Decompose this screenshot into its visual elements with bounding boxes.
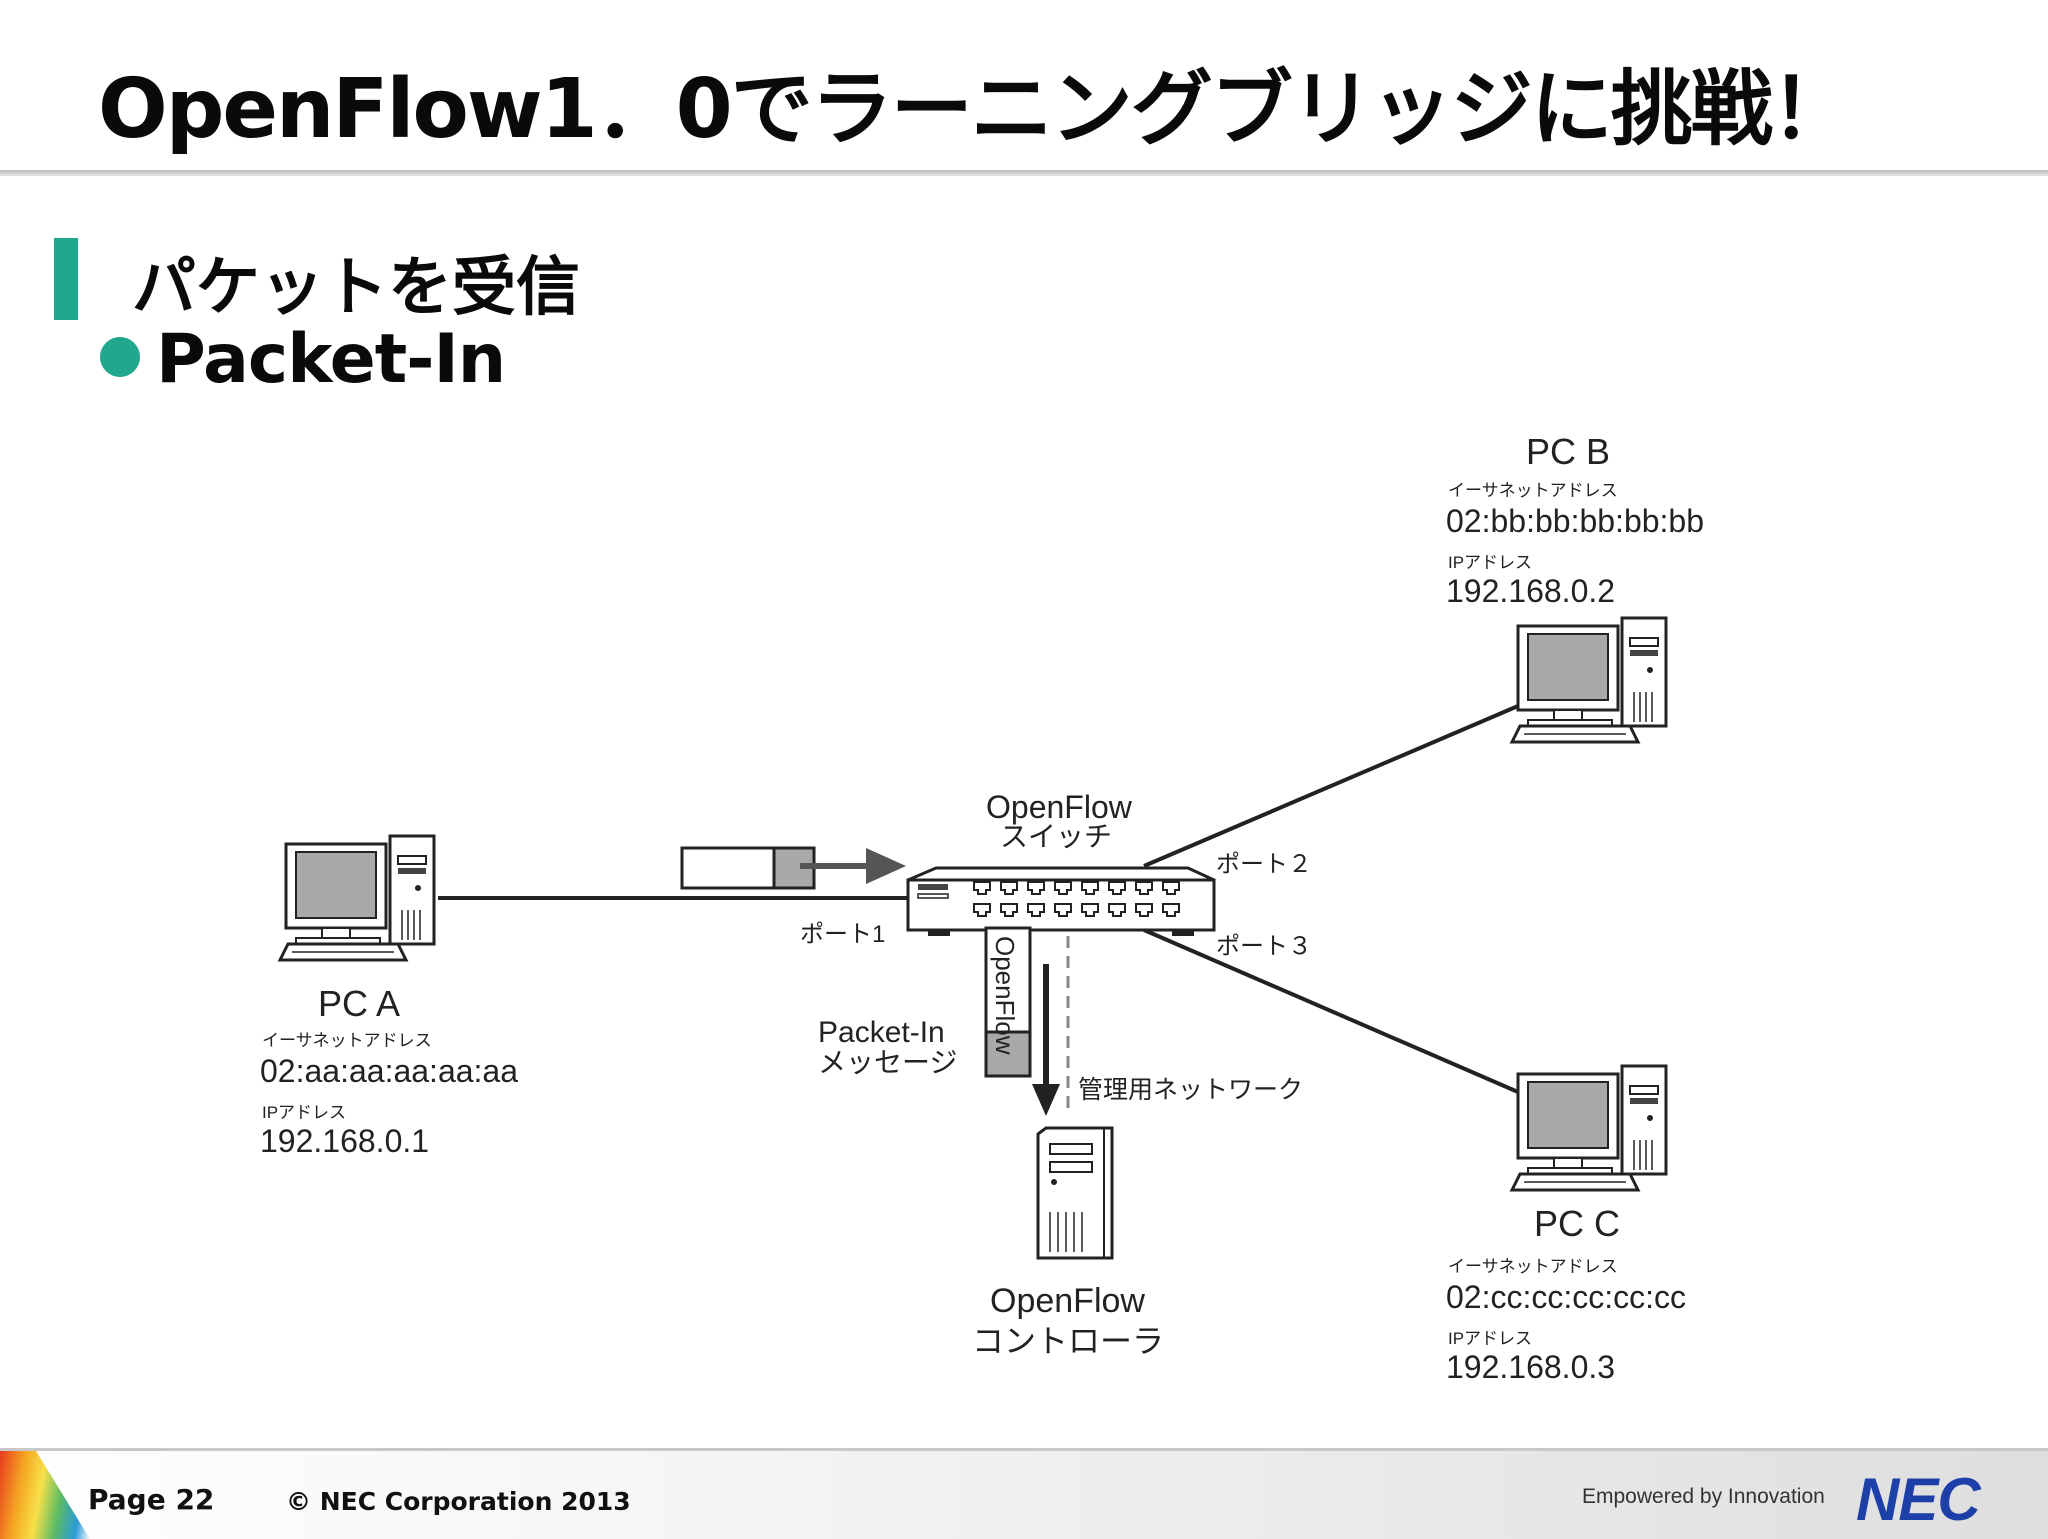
down-arrow-icon [1032, 964, 1060, 1116]
nec-logo: NEC [1856, 1466, 1981, 1533]
management-network-label: 管理用ネットワーク [1078, 1076, 1303, 1104]
pc-a-mac-label: イーサネットアドレス [262, 1031, 432, 1050]
title-divider [0, 170, 2048, 176]
bullet-dot [100, 337, 140, 377]
pc-a-name: PC A [318, 983, 400, 1024]
pc-b-mac: 02:bb:bb:bb:bb:bb [1446, 503, 1704, 539]
openflow-message-tag: OpenFlow [984, 926, 1032, 1078]
tagline: Empowered by Innovation [1582, 1485, 1825, 1508]
pc-c-icon [1510, 1064, 1668, 1192]
page-title: OpenFlow1．0でラーニングブリッジに挑戦！ [98, 62, 1853, 157]
pc-a-ip-label: IPアドレス [262, 1103, 346, 1122]
pc-c-name: PC C [1534, 1203, 1620, 1244]
controller-server-icon [1036, 1126, 1114, 1260]
pc-a-ip: 192.168.0.1 [260, 1123, 429, 1159]
pc-c-ip-label: IPアドレス [1448, 1329, 1532, 1348]
packet-arrow-icon [800, 848, 906, 884]
packet-in-label-line2: メッセージ [818, 1047, 957, 1078]
packet-icon [680, 846, 816, 890]
port-2-label: ポート２ [1216, 851, 1312, 878]
pc-b-name: PC B [1526, 431, 1610, 472]
footer-swoosh-logo [0, 1451, 90, 1539]
pc-b-icon [1510, 616, 1668, 744]
pc-b-ip: 192.168.0.2 [1446, 573, 1615, 609]
openflow-switch-icon [906, 866, 1216, 936]
pc-c-mac-label: イーサネットアドレス [1448, 1257, 1618, 1276]
bullet-text: Packet-In [156, 320, 506, 399]
switch-label-line1: OpenFlow [986, 789, 1133, 825]
section-marker [54, 238, 78, 320]
pc-b-mac-label: イーサネットアドレス [1448, 481, 1618, 500]
pc-c-ip: 192.168.0.3 [1446, 1349, 1615, 1385]
network-diagram: OpenFlow PC A イーサネットアドレス 02:aa:aa:aa:aa:… [260, 431, 1704, 1385]
page-number: Page 22 [88, 1483, 215, 1516]
controller-label-line2: コントローラ [972, 1323, 1164, 1359]
openflow-tag-label: OpenFlow [990, 936, 1020, 1055]
port-3-label: ポート３ [1216, 933, 1312, 960]
controller-label-line1: OpenFlow [990, 1282, 1145, 1320]
switch-label-line2: スイッチ [1000, 821, 1112, 852]
packet-in-label-line1: Packet-In [818, 1016, 945, 1049]
footer: Page 22 © NEC Corporation 2013 Empowered… [0, 1448, 2048, 1539]
cable-port2 [1143, 704, 1519, 868]
section-heading: パケットを受信 [132, 251, 580, 325]
port-1-label: ポート1 [800, 921, 885, 948]
pc-a-icon [278, 834, 436, 962]
cable-port3 [1143, 928, 1519, 1094]
copyright: © NEC Corporation 2013 [286, 1487, 631, 1516]
pc-c-mac: 02:cc:cc:cc:cc:cc [1446, 1279, 1686, 1315]
pc-a-mac: 02:aa:aa:aa:aa:aa [260, 1053, 518, 1089]
pc-b-ip-label: IPアドレス [1448, 553, 1532, 572]
